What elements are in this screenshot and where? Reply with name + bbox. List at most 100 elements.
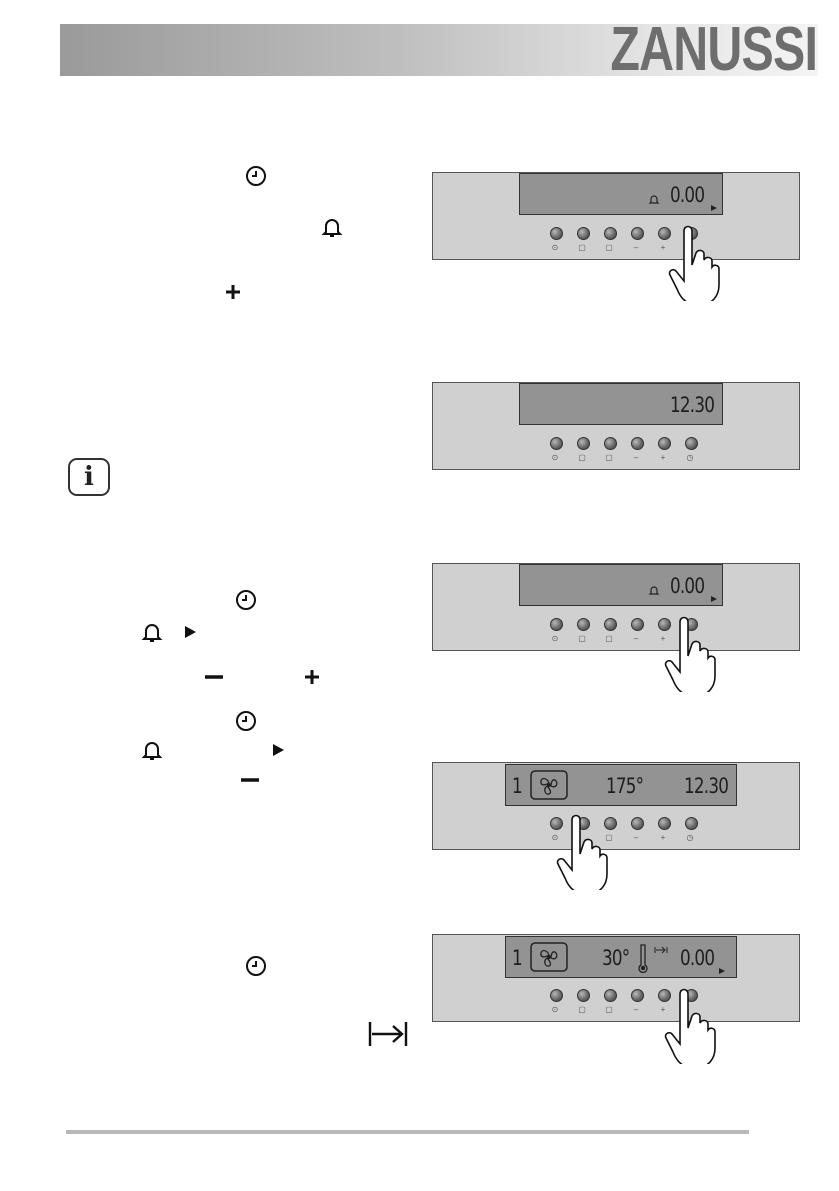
button-label: ▢ bbox=[578, 634, 586, 643]
plus-icon bbox=[300, 665, 324, 689]
small-arrow-icon bbox=[711, 198, 717, 211]
button-label: ▢ bbox=[605, 634, 613, 643]
play-icon bbox=[266, 738, 290, 762]
button-label: ⊙ bbox=[551, 243, 559, 252]
button-on-off[interactable] bbox=[550, 227, 563, 240]
thermometer-icon bbox=[638, 943, 648, 974]
bell-indicator-icon bbox=[648, 583, 660, 595]
button-clock[interactable] bbox=[685, 817, 698, 830]
button-label: ▢ bbox=[605, 833, 613, 842]
button-minus[interactable] bbox=[631, 227, 644, 240]
pointing-hand-icon bbox=[664, 614, 728, 697]
button-label: – bbox=[633, 243, 639, 252]
end-of-cooking-icon bbox=[368, 1020, 408, 1048]
control-panel: 12.30 ⊙ ▢ ▢ – + ◷ bbox=[432, 382, 800, 470]
button-label: ⊙ bbox=[551, 634, 559, 643]
button-label: + bbox=[660, 243, 666, 252]
button-minus[interactable] bbox=[631, 817, 644, 830]
display-time: 12.30 bbox=[684, 774, 729, 798]
button-label: – bbox=[633, 453, 639, 462]
button-temp[interactable] bbox=[604, 989, 617, 1002]
button-label: ▢ bbox=[578, 243, 586, 252]
plus-icon bbox=[221, 280, 245, 304]
button-label: + bbox=[660, 833, 666, 842]
control-panel: 1 175° 12.30 ⊙ ▢ – + ◷ bbox=[432, 762, 800, 850]
footer-divider bbox=[66, 1130, 749, 1134]
minus-icon bbox=[238, 768, 262, 792]
shelf-level: 1 bbox=[512, 946, 523, 970]
display-time: 12.30 bbox=[670, 393, 715, 417]
button-temp[interactable] bbox=[604, 817, 617, 830]
minus-icon bbox=[202, 665, 226, 689]
clock-icon bbox=[244, 164, 268, 188]
header-bar bbox=[60, 24, 818, 76]
oven-temperature: 30° bbox=[602, 946, 630, 970]
button-label: ⊙ bbox=[551, 1005, 559, 1014]
button-minus[interactable] bbox=[631, 989, 644, 1002]
button-label: + bbox=[660, 1005, 666, 1014]
button-label: – bbox=[633, 833, 639, 842]
clock-icon bbox=[234, 709, 258, 733]
oven-temperature: 175° bbox=[606, 774, 644, 798]
panel-display: 1 30° 0.00 bbox=[505, 936, 737, 978]
display-time: 0.00 bbox=[670, 574, 705, 598]
button-on-off[interactable] bbox=[550, 989, 563, 1002]
shelf-level: 1 bbox=[512, 774, 523, 798]
pointing-hand-icon bbox=[664, 986, 728, 1069]
button-label: ▢ bbox=[578, 1005, 586, 1014]
pointing-hand-icon bbox=[556, 812, 620, 895]
clock-icon bbox=[234, 588, 258, 612]
fan-function-icon bbox=[530, 770, 568, 800]
panel-display: 12.30 bbox=[519, 383, 723, 425]
bell-indicator-icon bbox=[648, 192, 660, 204]
button-plus[interactable] bbox=[658, 817, 671, 830]
panel-display: 0.00 bbox=[519, 173, 723, 215]
button-minus[interactable] bbox=[631, 618, 644, 631]
control-panel: 0.00 ⊙ ▢ ▢ – + bbox=[432, 563, 800, 651]
button-function[interactable] bbox=[577, 618, 590, 631]
small-arrow-icon bbox=[719, 961, 725, 974]
button-label: ▢ bbox=[578, 453, 586, 462]
play-icon bbox=[178, 620, 202, 644]
pointing-hand-icon bbox=[668, 223, 732, 306]
display-timer: 0.00 bbox=[680, 946, 715, 970]
button-label: ▢ bbox=[605, 243, 613, 252]
button-minus[interactable] bbox=[631, 437, 644, 450]
control-panel: 1 30° 0.00 ⊙ ▢ ▢ – + bbox=[432, 934, 800, 1022]
button-plus[interactable] bbox=[658, 437, 671, 450]
bell-icon bbox=[320, 215, 344, 239]
button-on-off[interactable] bbox=[550, 817, 563, 830]
small-arrow-icon bbox=[711, 589, 717, 602]
button-temp[interactable] bbox=[604, 227, 617, 240]
panel-display: 1 175° 12.30 bbox=[505, 764, 737, 806]
button-label: ⊙ bbox=[551, 453, 559, 462]
button-label: ◷ bbox=[686, 453, 694, 462]
button-function[interactable] bbox=[577, 437, 590, 450]
button-label: ▢ bbox=[605, 1005, 613, 1014]
button-label: – bbox=[633, 1005, 639, 1014]
display-time: 0.00 bbox=[670, 183, 705, 207]
button-function[interactable] bbox=[577, 227, 590, 240]
panel-display: 0.00 bbox=[519, 564, 723, 606]
control-panel: 0.00 ⊙ ▢ ▢ – + bbox=[432, 172, 800, 260]
button-on-off[interactable] bbox=[550, 437, 563, 450]
button-clock[interactable] bbox=[685, 437, 698, 450]
brand-logo: ZANUSSI bbox=[610, 15, 818, 84]
button-label: + bbox=[660, 453, 666, 462]
button-plus[interactable] bbox=[658, 618, 671, 631]
button-plus[interactable] bbox=[658, 227, 671, 240]
button-label: – bbox=[633, 634, 639, 643]
bell-icon bbox=[140, 620, 164, 644]
button-label: + bbox=[660, 634, 666, 643]
button-on-off[interactable] bbox=[550, 618, 563, 631]
clock-icon bbox=[244, 954, 268, 978]
button-function[interactable] bbox=[577, 989, 590, 1002]
button-label: ⊙ bbox=[551, 833, 559, 842]
button-plus[interactable] bbox=[658, 989, 671, 1002]
fan-function-icon bbox=[530, 942, 568, 972]
button-temp[interactable] bbox=[604, 618, 617, 631]
end-time-indicator-icon bbox=[654, 941, 668, 954]
button-label: ▢ bbox=[605, 453, 613, 462]
info-icon: i bbox=[68, 458, 110, 496]
button-temp[interactable] bbox=[604, 437, 617, 450]
